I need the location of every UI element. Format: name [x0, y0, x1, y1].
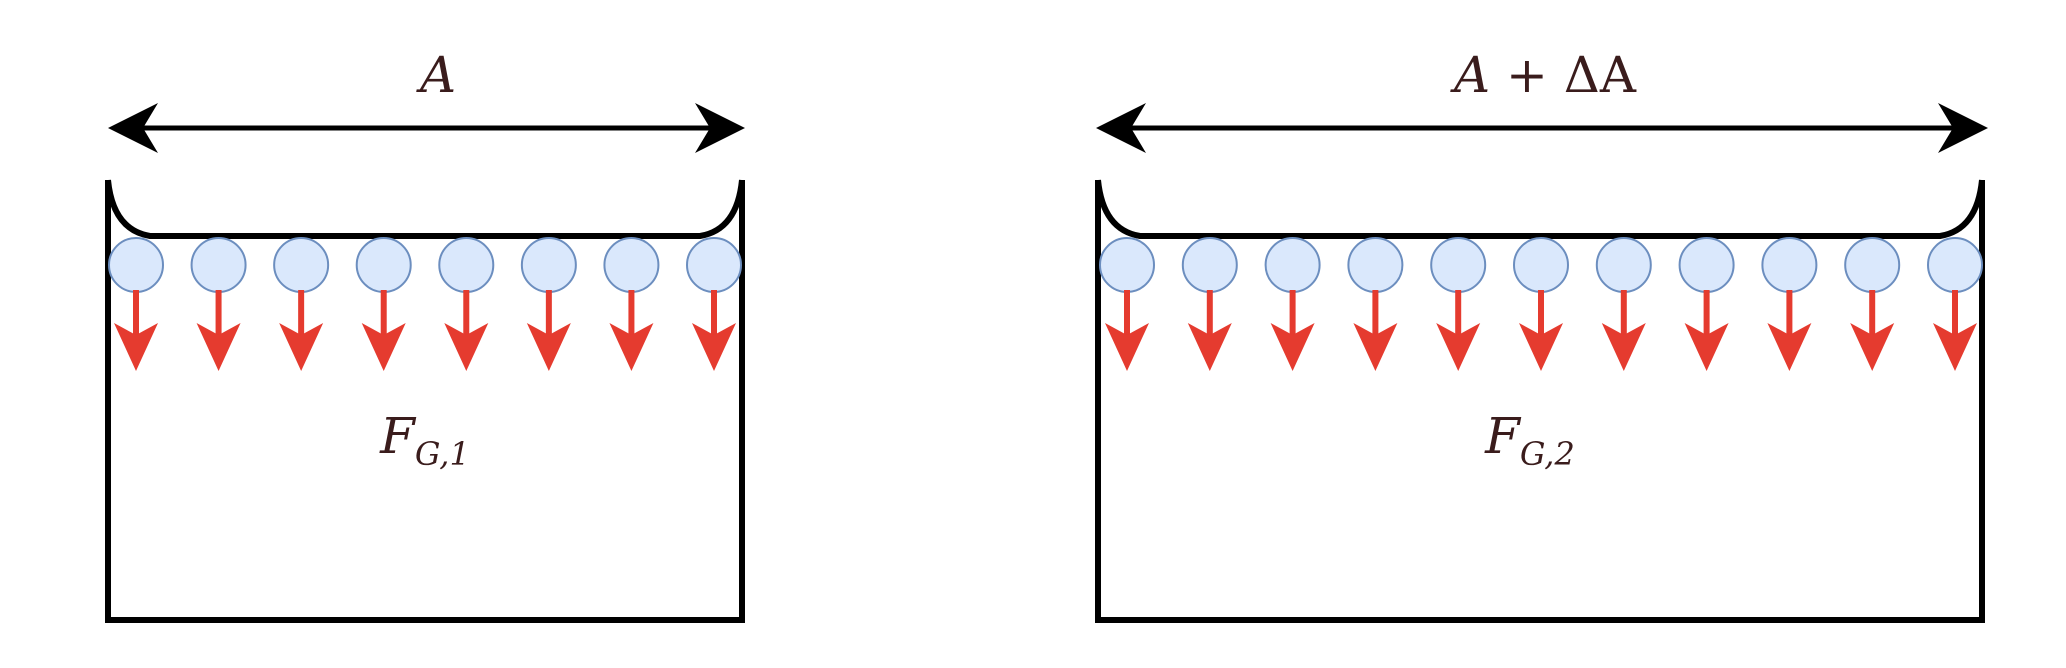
molecule [1761, 237, 1818, 293]
container-outline [1095, 180, 1985, 623]
gravity-force-arrow [609, 290, 654, 371]
molecule [1264, 237, 1321, 293]
gravity-force-arrow [1767, 290, 1812, 371]
molecule [1927, 237, 1983, 293]
molecule [108, 237, 164, 293]
gravity-force-arrow [1270, 290, 1315, 371]
molecule [1430, 237, 1487, 293]
molecule [686, 237, 742, 293]
force-label: FG,2 [1484, 407, 1575, 473]
molecule [1844, 237, 1901, 293]
width-label-main: A [1450, 46, 1490, 104]
force-label-main: F [379, 407, 417, 465]
molecule-with-force [1181, 237, 1238, 371]
molecule-with-force [273, 237, 330, 371]
molecule-with-force [1430, 237, 1487, 371]
molecule [603, 237, 660, 293]
molecule-with-force [1513, 237, 1569, 371]
molecule-with-force [686, 237, 742, 371]
molecule-with-force [190, 237, 247, 371]
gravity-force-arrow [196, 290, 241, 371]
molecule-with-force [1264, 237, 1321, 371]
gravity-force-arrow [526, 290, 571, 371]
molecule-with-force [1927, 237, 1983, 371]
molecule-with-force [1595, 237, 1652, 371]
gravity-force-arrow [1353, 290, 1398, 371]
surface-molecules [1099, 237, 1983, 371]
molecule [1595, 237, 1652, 293]
molecule [1347, 237, 1404, 293]
molecule [355, 237, 412, 293]
container-outline [105, 180, 745, 623]
surface-molecules [108, 237, 742, 371]
molecule-with-force [603, 237, 660, 371]
panel-small-area: A FG,1 [105, 46, 745, 623]
force-label-sub: G,1 [415, 435, 470, 473]
force-label-sub: G,2 [1520, 435, 1575, 473]
molecule-with-force [1347, 237, 1404, 371]
molecule-with-force [1844, 237, 1901, 371]
gravity-force-arrow [1601, 290, 1646, 371]
molecule [1678, 237, 1735, 293]
molecule-with-force [1678, 237, 1735, 371]
panel-large-area: A + ΔA FG,2 [1095, 46, 1988, 623]
width-label-main: A [416, 46, 456, 104]
gravity-force-arrow [444, 290, 489, 371]
gravity-force-arrow [692, 290, 736, 371]
gravity-force-arrow [1519, 290, 1563, 371]
molecule [1513, 237, 1569, 293]
force-label: FG,1 [379, 407, 470, 473]
molecule-with-force [1099, 237, 1155, 371]
molecule-with-force [355, 237, 412, 371]
width-label: A [416, 46, 456, 104]
molecule [1099, 237, 1155, 293]
molecule [273, 237, 330, 293]
gravity-force-arrow [114, 290, 158, 371]
gravity-force-arrow [1187, 290, 1232, 371]
molecule [520, 237, 577, 293]
gravity-force-arrow [1436, 290, 1481, 371]
width-label-suffix: + ΔA [1490, 46, 1637, 104]
gravity-force-arrow [279, 290, 324, 371]
gravity-force-arrow [1105, 290, 1149, 371]
molecule [1181, 237, 1238, 293]
gravity-force-arrow [1933, 290, 1977, 371]
liquid-surface-meniscus [105, 179, 745, 239]
force-label-main: F [1484, 407, 1522, 465]
width-label: A + ΔA [1450, 46, 1637, 104]
molecule [190, 237, 247, 293]
gravity-force-arrow [361, 290, 406, 371]
liquid-surface-meniscus [1095, 179, 1985, 239]
molecule-with-force [1761, 237, 1818, 371]
molecule-with-force [520, 237, 577, 371]
gravity-force-arrow [1684, 290, 1729, 371]
molecule [438, 237, 495, 293]
molecule-with-force [438, 237, 495, 371]
gravity-force-arrow [1850, 290, 1895, 371]
molecule-with-force [108, 237, 164, 371]
